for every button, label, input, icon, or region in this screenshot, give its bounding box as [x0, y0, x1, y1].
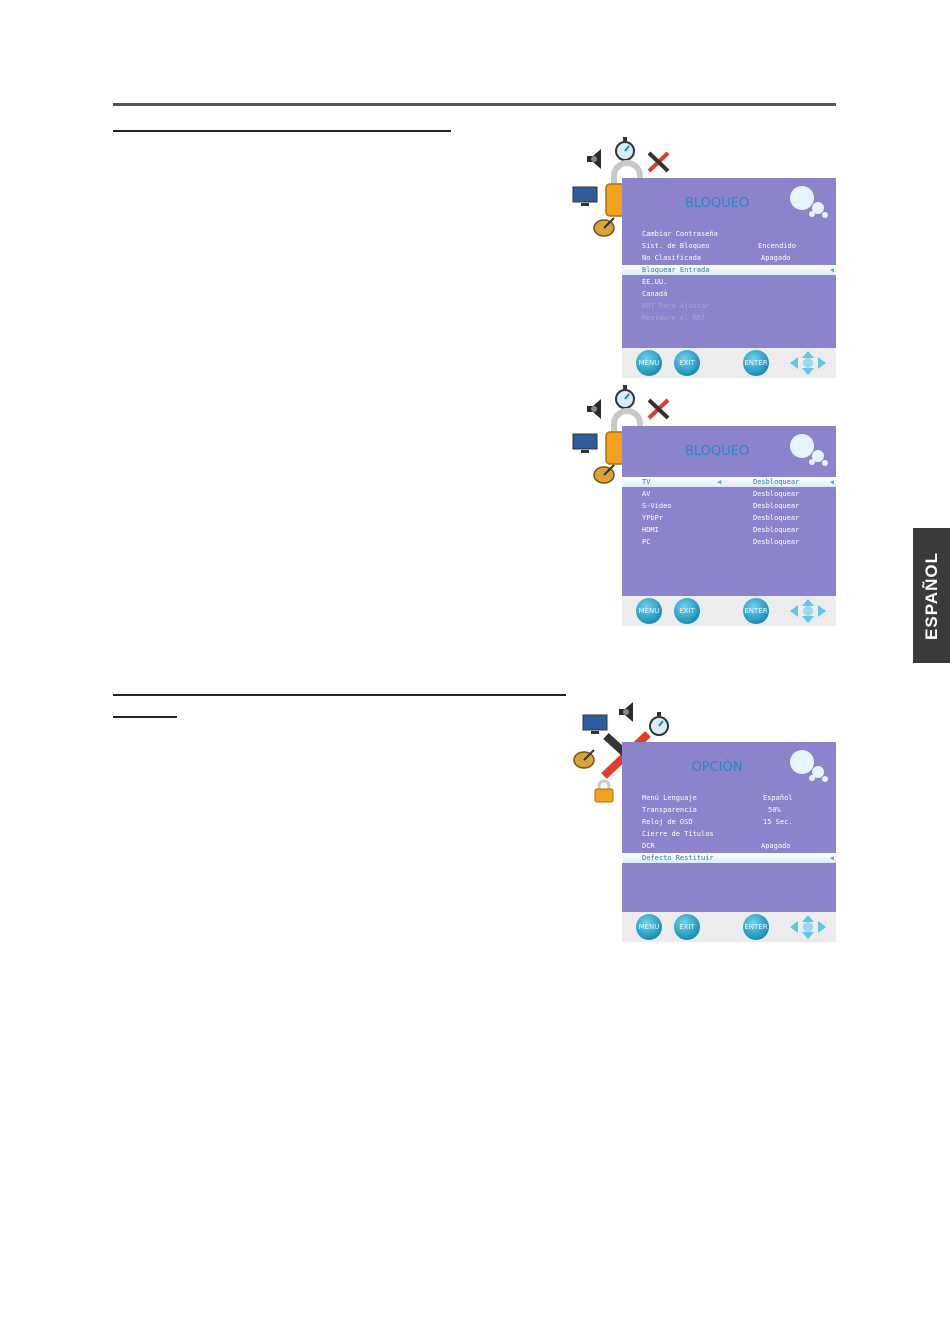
menu-footer: MENU EXIT ENTER: [622, 348, 836, 378]
section-underline-1: [113, 130, 451, 132]
right-arrow-icon: ◀: [829, 478, 834, 486]
monitor-icon: [572, 186, 598, 206]
tools-icon: [647, 398, 670, 420]
lock-menu-panel-1: BLOQUEO Cambiar Contraseña Sist. de Bloq…: [622, 178, 836, 378]
menu-title: OPCIÓN: [691, 760, 743, 775]
top-divider: [113, 103, 836, 106]
language-side-tab: ESPAÑOL: [913, 528, 950, 663]
satellite-icon: [593, 464, 615, 484]
timer-icon: [649, 712, 669, 736]
menu-row-tv[interactable]: TV◀Desbloquear◀: [622, 477, 836, 487]
menu-row-change-password[interactable]: Cambiar Contraseña: [642, 230, 718, 238]
speaker-icon: [587, 149, 601, 169]
menu-footer: MENU EXIT ENTER: [622, 596, 836, 626]
exit-button[interactable]: EXIT: [674, 598, 700, 624]
menu-row-canada[interactable]: Canadá: [642, 290, 668, 298]
section-underline-2: [113, 694, 566, 696]
menu-row-rrt-restore: Restaure el RRT: [642, 314, 706, 322]
right-arrow-icon: ◀: [829, 854, 834, 862]
tools-icon: [647, 151, 670, 173]
right-arrow-icon: ◀: [829, 266, 834, 274]
menu-row-block-input[interactable]: Bloquear Entrada◀: [622, 265, 836, 275]
timer-icon: [615, 137, 635, 161]
speaker-icon: [587, 399, 601, 419]
enter-button[interactable]: ENTER: [743, 350, 769, 376]
menu-button[interactable]: MENU: [636, 350, 662, 376]
side-tab-label: ESPAÑOL: [921, 551, 941, 640]
menu-row-rrt-adjust: RRT Para Ajustar: [642, 302, 710, 310]
monitor-icon: [582, 714, 608, 734]
dpad-icon[interactable]: [788, 598, 828, 624]
exit-button[interactable]: EXIT: [674, 350, 700, 376]
menu-title: BLOQUEO: [684, 196, 750, 211]
bubbles-icon: [790, 186, 828, 218]
padlock-icon: [594, 779, 614, 803]
menu-title: BLOQUEO: [684, 444, 750, 459]
timer-icon: [615, 385, 635, 409]
menu-button[interactable]: MENU: [636, 914, 662, 940]
menu-footer: MENU EXIT ENTER: [622, 912, 836, 942]
satellite-icon: [593, 217, 615, 237]
dpad-icon[interactable]: [788, 350, 828, 376]
dpad-icon[interactable]: [788, 914, 828, 940]
enter-button[interactable]: ENTER: [743, 598, 769, 624]
menu-row-closed-caption[interactable]: Cierre de Títulos: [642, 830, 714, 838]
menu-row-restore-default[interactable]: Defecto Restituir◀: [622, 853, 836, 863]
exit-button[interactable]: EXIT: [674, 914, 700, 940]
bubbles-icon: [790, 750, 828, 782]
menu-button[interactable]: MENU: [636, 598, 662, 624]
section-underline-3: [113, 716, 177, 718]
speaker-icon: [619, 702, 633, 722]
satellite-icon: [573, 749, 595, 769]
enter-button[interactable]: ENTER: [743, 914, 769, 940]
menu-row-usa[interactable]: EE.UU.: [642, 278, 668, 286]
left-arrow-icon: ◀: [717, 478, 722, 486]
monitor-icon: [572, 433, 598, 453]
bubbles-icon: [790, 434, 828, 466]
